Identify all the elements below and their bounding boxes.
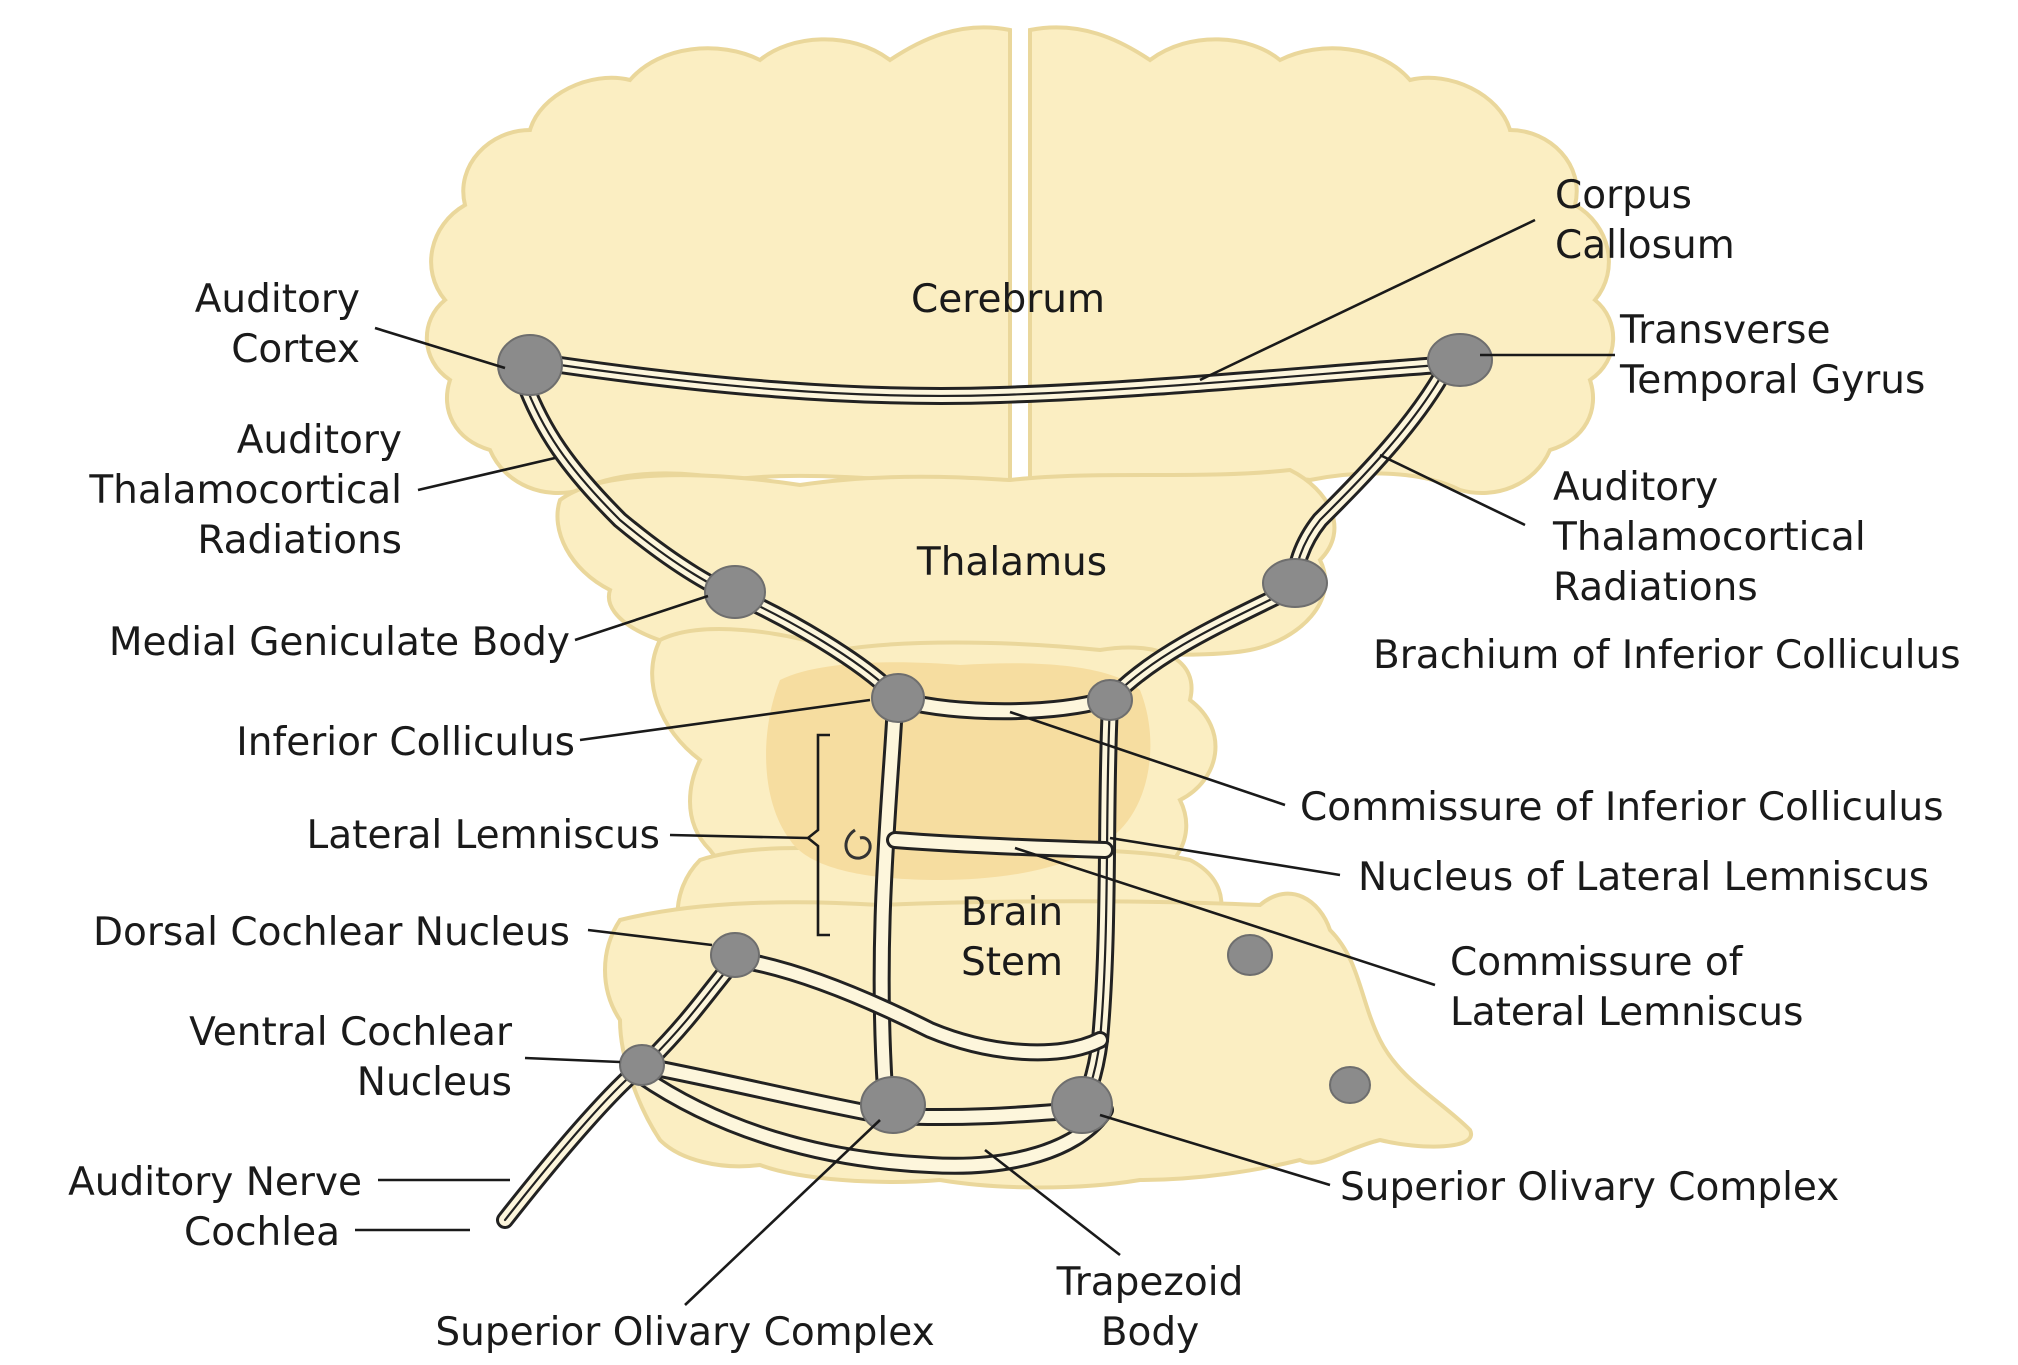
label-brain-stem-1: Brain	[961, 890, 1063, 935]
label-transverse-temporal-2: Temporal Gyrus	[1619, 358, 1925, 403]
label-trapezoid-body-1: Trapezoid	[1056, 1260, 1244, 1305]
left-superior-olivary-complex	[861, 1077, 925, 1133]
brain-tissue	[427, 27, 1613, 1187]
left-cerebral-hemisphere	[427, 27, 1010, 493]
medial-geniculate-body-nucleus	[705, 566, 765, 618]
label-cerebrum: Cerebrum	[911, 277, 1105, 322]
label-transverse-temporal-1: Transverse	[1619, 308, 1830, 353]
label-cochlea: Cochlea	[184, 1210, 340, 1255]
label-commissure-lateral-lemniscus-2: Lateral Lemniscus	[1450, 990, 1803, 1035]
label-trapezoid-body-2: Body	[1101, 1310, 1199, 1355]
left-inferior-colliculus-nucleus	[872, 674, 924, 722]
label-auditory-nerve: Auditory Nerve	[68, 1160, 362, 1205]
label-commissure-lateral-lemniscus-1: Commissure of	[1450, 940, 1744, 985]
transverse-temporal-gyrus-nucleus	[1428, 334, 1492, 386]
label-corpus-callosum-1: Corpus	[1555, 173, 1692, 218]
right-superior-olivary-complex	[1052, 1077, 1112, 1133]
label-nucleus-lateral-lemniscus: Nucleus of Lateral Lemniscus	[1358, 855, 1929, 900]
label-thalamocortical-left-3: Radiations	[197, 518, 402, 563]
label-thalamocortical-left-2: Thalamocortical	[88, 468, 402, 513]
label-lateral-lemniscus: Lateral Lemniscus	[307, 813, 660, 858]
label-ventral-cochlear-nucleus-2: Nucleus	[357, 1060, 512, 1105]
dorsal-cochlear-nucleus	[711, 933, 759, 977]
label-dorsal-cochlear-nucleus: Dorsal Cochlear Nucleus	[93, 910, 570, 955]
label-thalamocortical-right-3: Radiations	[1553, 565, 1758, 610]
right-mgb-nucleus	[1263, 559, 1327, 607]
label-brachium-inferior-colliculus: Brachium of Inferior Colliculus	[1373, 633, 1961, 678]
label-superior-olivary-complex-bottom: Superior Olivary Complex	[435, 1310, 934, 1355]
auditory-cortex-nucleus	[498, 335, 562, 395]
label-commissure-inferior-colliculus: Commissure of Inferior Colliculus	[1300, 785, 1944, 830]
label-thalamus: Thalamus	[916, 540, 1107, 585]
right-dorsal-blob	[1228, 935, 1272, 975]
ventral-cochlear-leader	[525, 1058, 620, 1062]
right-cerebral-hemisphere	[1030, 27, 1613, 493]
label-brain-stem-2: Stem	[961, 940, 1063, 985]
right-inferior-colliculus-nucleus	[1088, 680, 1132, 720]
label-thalamocortical-left-1: Auditory	[237, 418, 402, 463]
label-auditory-cortex-1: Auditory	[195, 277, 360, 322]
label-superior-olivary-complex-right: Superior Olivary Complex	[1340, 1165, 1839, 1210]
label-ventral-cochlear-nucleus-1: Ventral Cochlear	[189, 1010, 513, 1055]
label-thalamocortical-right-1: Auditory	[1553, 465, 1718, 510]
label-corpus-callosum-2: Callosum	[1555, 223, 1735, 268]
label-thalamocortical-right-2: Thalamocortical	[1552, 515, 1866, 560]
label-auditory-cortex-2: Cortex	[231, 327, 360, 372]
label-inferior-colliculus: Inferior Colliculus	[236, 720, 575, 765]
ventral-cochlear-nucleus	[620, 1045, 664, 1085]
right-lower-blob	[1330, 1067, 1370, 1103]
label-medial-geniculate-body: Medial Geniculate Body	[109, 620, 570, 665]
